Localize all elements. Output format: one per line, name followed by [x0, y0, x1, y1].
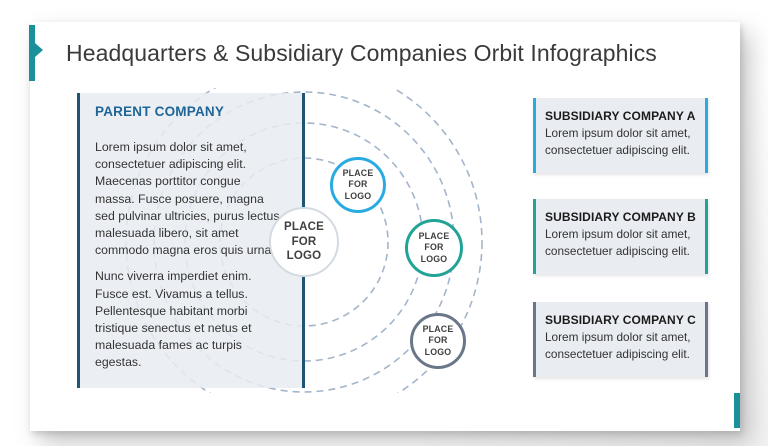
subsidiary-a-body: Lorem ipsum dolor sit amet, consectetuer…	[545, 126, 691, 157]
bottom-right-accent-bar	[734, 393, 740, 428]
subsidiary-b-title: SUBSIDIARY COMPANY B	[545, 210, 696, 224]
left-edge-accent-bar	[29, 25, 35, 81]
slide-title: Headquarters & Subsidiary Companies Orbi…	[66, 40, 657, 66]
satellite-gray-label: PLACE FOR LOGO	[422, 323, 454, 357]
parent-company-paragraph-2: Nunc viverra imperdiet enim. Fusce est. …	[95, 269, 252, 370]
satellite-logo-placeholder-blue: PLACE FOR LOGO	[330, 157, 386, 213]
parent-company-heading: PARENT COMPANY	[95, 104, 225, 119]
subsidiary-c-body: Lorem ipsum dolor sit amet, consectetuer…	[545, 330, 691, 361]
satellite-logo-placeholder-gray: PLACE FOR LOGO	[410, 313, 466, 369]
slide-canvas: Headquarters & Subsidiary Companies Orbi…	[29, 22, 740, 431]
subsidiary-a-title: SUBSIDIARY COMPANY A	[545, 109, 696, 123]
subsidiary-card-c: SUBSIDIARY COMPANY C Lorem ipsum dolor s…	[533, 302, 708, 377]
parent-company-paragraph-1: Lorem ipsum dolor sit amet, consectetuer…	[95, 140, 280, 258]
subsidiary-card-a: SUBSIDIARY COMPANY A Lorem ipsum dolor s…	[533, 98, 708, 173]
hub-logo-label: PLACE FOR LOGO	[284, 220, 324, 263]
left-edge-arrow-icon	[35, 43, 43, 57]
parent-company-panel: PARENT COMPANY Lorem ipsum dolor sit ame…	[77, 93, 305, 388]
hub-logo-placeholder: PLACE FOR LOGO	[269, 207, 339, 277]
satellite-blue-label: PLACE FOR LOGO	[342, 167, 374, 201]
subsidiary-card-b: SUBSIDIARY COMPANY B Lorem ipsum dolor s…	[533, 199, 708, 274]
satellite-logo-placeholder-teal: PLACE FOR LOGO	[405, 219, 463, 277]
satellite-teal-label: PLACE FOR LOGO	[418, 230, 450, 264]
subsidiary-b-body: Lorem ipsum dolor sit amet, consectetuer…	[545, 227, 691, 258]
subsidiary-c-title: SUBSIDIARY COMPANY C	[545, 313, 696, 327]
